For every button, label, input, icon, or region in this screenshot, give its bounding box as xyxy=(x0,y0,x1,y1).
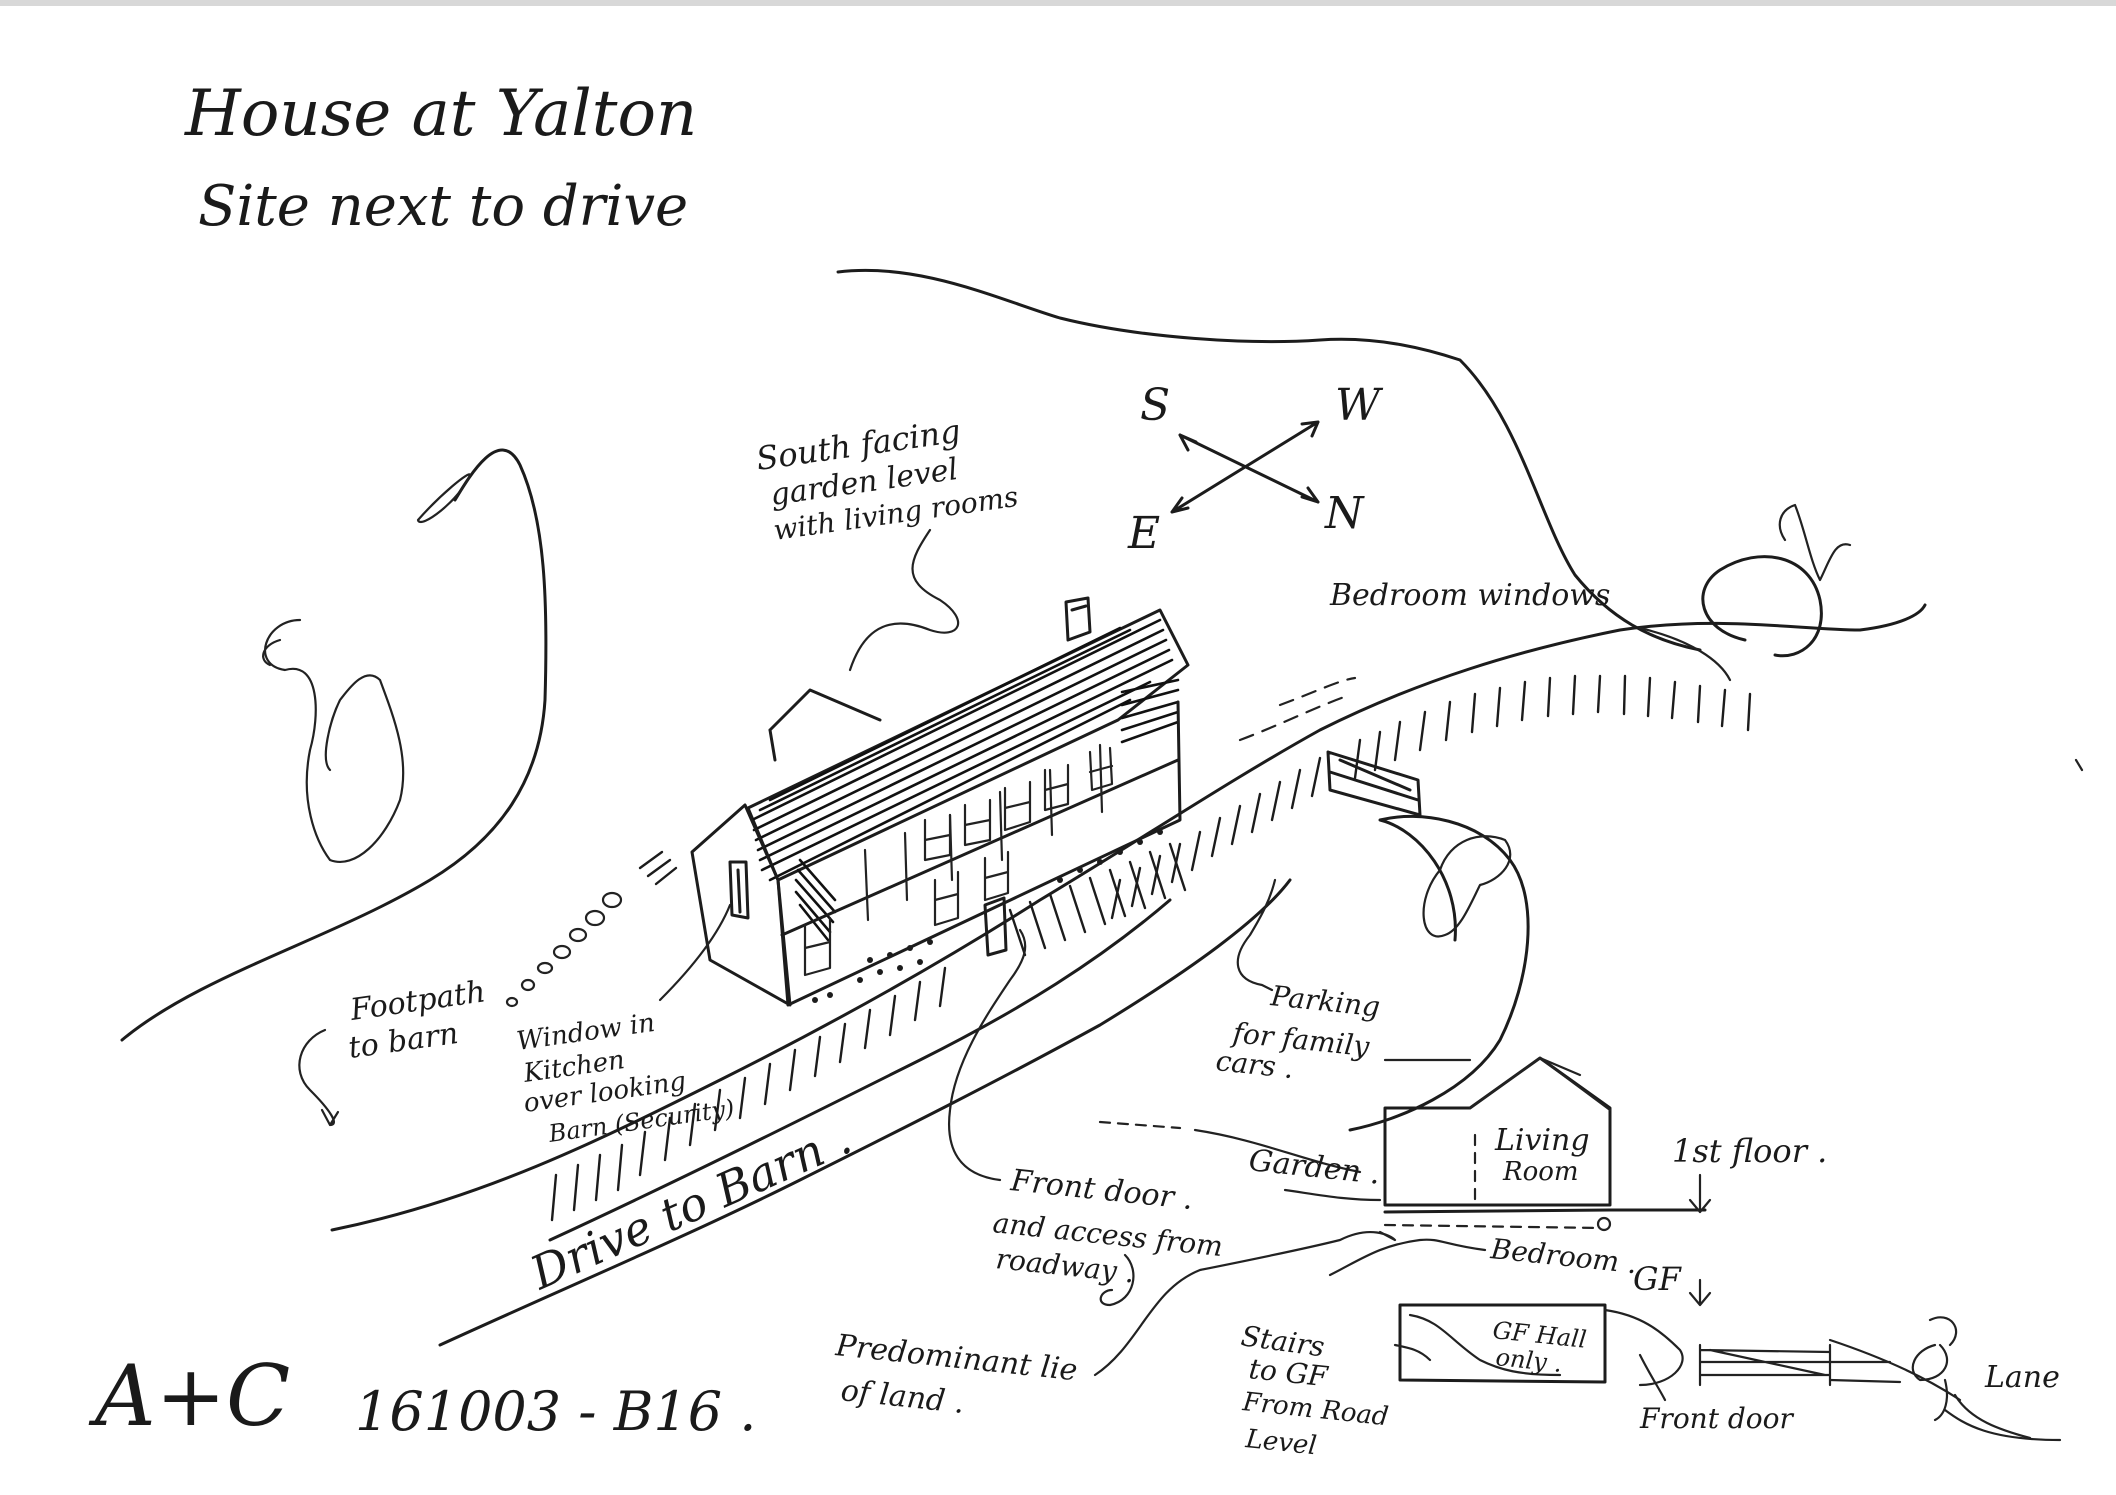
section-diagram: Garden . Living Room 1st floor . Bedroom… xyxy=(1098,1056,2062,1461)
section-node xyxy=(1596,1216,1612,1232)
lane-edge xyxy=(1828,1338,1962,1402)
leader-bedroom xyxy=(1328,1238,1487,1277)
section-gf-slope xyxy=(1603,1308,1684,1387)
section-gf-hall-2: only . xyxy=(1494,1343,1563,1378)
lower-windows xyxy=(803,850,1010,977)
house-upper-verticals xyxy=(863,743,1104,922)
note-front-door-1: Front door . xyxy=(1008,1163,1195,1217)
section-floor-line xyxy=(1383,1208,1707,1214)
section-living-label-1: Living xyxy=(1494,1123,1590,1158)
house-drive-hatching xyxy=(1008,842,1187,957)
section-roof-lines xyxy=(1383,1056,1612,1112)
leader-front-door xyxy=(948,928,1027,1182)
section-stairs-4: Level xyxy=(1243,1424,1318,1461)
lane-gate xyxy=(1698,1343,1832,1387)
section-gf-stairs xyxy=(1408,1313,1562,1377)
dashed-entrance xyxy=(1238,676,1357,742)
leader-footpath xyxy=(298,1028,340,1127)
garden-planting xyxy=(812,829,1163,1003)
gate xyxy=(1326,750,1422,817)
footpath-fence xyxy=(638,850,678,886)
shrub-east xyxy=(1422,835,1512,938)
leader-predominant xyxy=(1093,1230,1397,1377)
chimney xyxy=(1064,596,1092,642)
landscape-contours xyxy=(120,268,1852,1132)
section-ground-lower xyxy=(1283,1188,1382,1202)
note-parking-1: Parking xyxy=(1268,979,1381,1023)
section-dashed-lines xyxy=(1383,1133,1602,1230)
roof-hatching xyxy=(750,618,1174,882)
section-front-door-label: Front door xyxy=(1639,1402,1794,1435)
tree-upper-right xyxy=(1701,555,1823,658)
section-gf-label: GF xyxy=(1633,1260,1683,1298)
drive-edge-south xyxy=(438,878,1292,1347)
note-footpath-1: Footpath xyxy=(347,974,487,1028)
upper-windows xyxy=(923,746,1114,862)
section-ground xyxy=(1098,1120,1182,1130)
section-bedroom-label: Bedroom . xyxy=(1488,1232,1638,1280)
house-gable-end xyxy=(690,803,792,1007)
section-stairs-2: to GF xyxy=(1247,1352,1330,1393)
gable-hatching-east xyxy=(1120,678,1180,744)
section-lane-label: Lane xyxy=(1984,1360,2060,1395)
gable-hatching-west xyxy=(794,858,837,942)
section-garden-label: Garden . xyxy=(1247,1143,1381,1192)
note-parking-3: cars . xyxy=(1214,1044,1295,1085)
leader-kitchen xyxy=(658,903,732,1002)
section-gf-box xyxy=(1398,1303,1607,1384)
margin-mark xyxy=(2074,758,2084,772)
leader-front-door-tail xyxy=(1099,1253,1135,1307)
compass-arrows xyxy=(1170,420,1320,514)
compass-south: S xyxy=(1140,380,1170,431)
first-floor-arrow xyxy=(1688,1173,1712,1214)
leader-south-facing xyxy=(848,528,960,672)
hill-contour xyxy=(836,268,1702,652)
gf-arrow xyxy=(1688,1278,1712,1307)
note-predominant-2: of land . xyxy=(839,1373,966,1421)
compass-west: W xyxy=(1335,380,1384,431)
tree-clump-3 xyxy=(262,638,282,667)
section-ground-line xyxy=(1193,1128,1362,1174)
tree-clump-1 xyxy=(416,473,472,523)
back-wing xyxy=(768,688,882,762)
drive-edge-north xyxy=(330,603,1927,1232)
section-living-label-2: Room xyxy=(1502,1157,1579,1187)
front-door xyxy=(983,896,1008,957)
lane-curve xyxy=(1943,1408,2062,1442)
drive-edge-mid xyxy=(548,898,1172,1242)
footpath-stones xyxy=(505,891,623,1008)
east-contour xyxy=(1348,814,1530,1132)
person-figure xyxy=(1911,1316,2032,1440)
scan-edge xyxy=(0,0,2116,6)
drawing-reference: 161003 - B16 . xyxy=(355,1380,756,1443)
note-bedroom-windows: Bedroom windows xyxy=(1329,578,1610,613)
title-line-2: Site next to drive xyxy=(198,174,688,239)
footer: A+C 161003 - B16 . xyxy=(88,1347,756,1445)
compass-east: E xyxy=(1127,508,1160,559)
roof xyxy=(746,596,1190,942)
leader-section-front-door xyxy=(1638,1353,1667,1402)
section-first-floor-label: 1st floor . xyxy=(1672,1132,1827,1170)
compass-north: N xyxy=(1324,488,1365,539)
house-middle-band xyxy=(780,758,1180,937)
house xyxy=(505,596,1190,1008)
tree-clump-2 xyxy=(264,618,405,863)
west-contour xyxy=(120,448,548,1042)
leader-parking xyxy=(1236,878,1277,992)
tree-upper-right-trunk xyxy=(1778,503,1852,582)
title-line-1: House at Yalton xyxy=(184,77,697,151)
leader-stairs xyxy=(1393,1343,1432,1362)
compass-rose: S W E N xyxy=(1127,380,1384,559)
leader-bedroom-windows xyxy=(1638,626,1732,682)
firm-mark: A+C xyxy=(88,1347,290,1445)
kitchen-window xyxy=(728,860,750,920)
